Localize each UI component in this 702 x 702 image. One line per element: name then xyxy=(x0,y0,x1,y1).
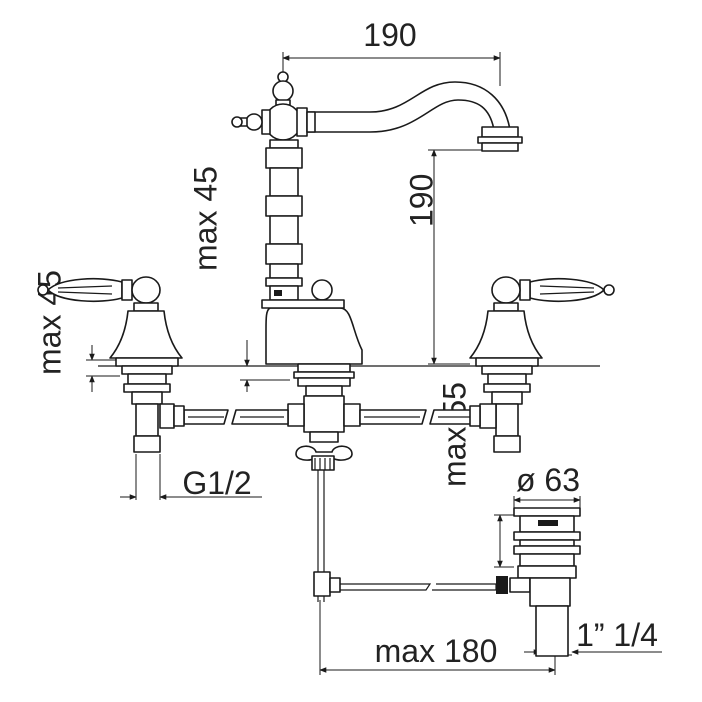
right-valve xyxy=(469,276,615,453)
popup-waste xyxy=(496,507,581,657)
dim-deck-thickness-spout: max 45 xyxy=(188,166,224,271)
dim-inlet-thread: G1/2 xyxy=(182,465,251,501)
left-valve xyxy=(37,276,185,453)
dim-rod-max-length: max 180 xyxy=(375,633,498,669)
spout-assembly xyxy=(231,71,523,397)
dim-spout-reach: 190 xyxy=(363,17,416,53)
central-connector xyxy=(287,395,497,602)
dim-waste-thread: 1” 1/4 xyxy=(576,617,658,653)
dim-waste-diameter: ø 63 xyxy=(516,462,580,498)
dim-waste-max-height: max 55 xyxy=(437,382,473,487)
